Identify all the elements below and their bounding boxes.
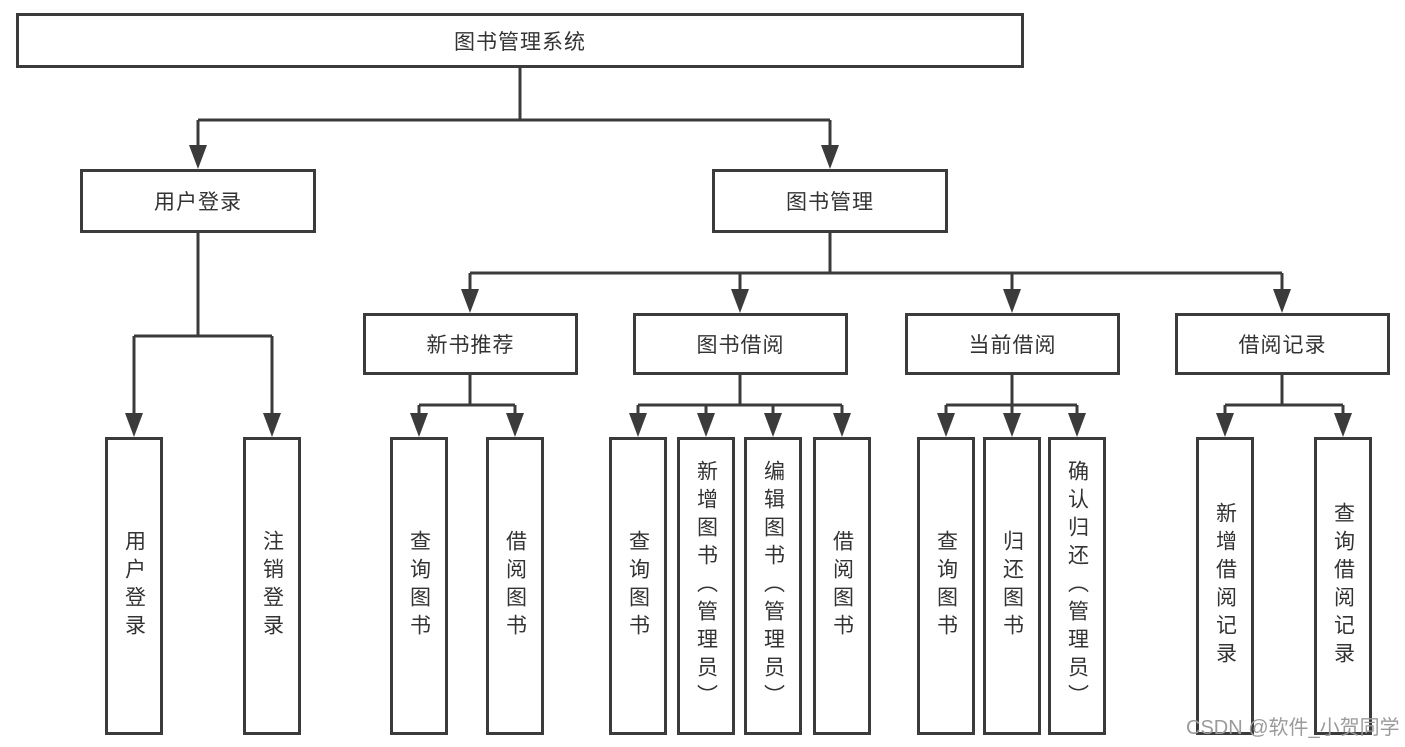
node-label: 图书借阅 [696,334,785,357]
node-label: 查询图书 [934,530,958,642]
node-borrow-records: 借阅记录 [1175,313,1390,375]
leaf-bb-borrow-books: 借阅图书 [813,437,871,735]
leaf-bb-add-books-admin: 新增图书（管理员） [677,437,735,735]
node-label: 编辑图书（管理员） [761,460,785,712]
node-label: 借阅图书 [830,530,854,642]
node-label: 借阅记录 [1238,334,1327,357]
leaf-nb-query-books: 查询图书 [390,437,448,735]
leaf-cb-return-books: 归还图书 [983,437,1041,735]
node-label: 确认归还（管理员） [1065,460,1089,712]
leaf-bb-query-books: 查询图书 [609,437,667,735]
node-label: 用户登录 [122,530,146,642]
leaf-cb-confirm-return-admin: 确认归还（管理员） [1048,437,1106,735]
node-book-management-system: 图书管理系统 [16,13,1024,68]
node-label: 图书管理 [786,191,874,214]
leaf-logout: 注销登录 [243,437,301,735]
node-label: 查询图书 [407,530,431,642]
node-label: 用户登录 [154,191,242,214]
tree-edges [132,68,1345,415]
node-label: 图书管理系统 [454,30,586,54]
leaf-user-login: 用户登录 [105,437,163,735]
leaf-bb-edit-books-admin: 编辑图书（管理员） [744,437,802,735]
node-label: 查询图书 [626,530,650,642]
node-label: 借阅图书 [503,530,527,642]
leaf-br-add-record: 新增借阅记录 [1196,437,1254,735]
node-label: 注销登录 [260,530,284,642]
node-user-login: 用户登录 [80,169,316,233]
leaf-br-query-record: 查询借阅记录 [1314,437,1372,735]
node-book-management: 图书管理 [712,169,948,233]
node-label: 新增借阅记录 [1213,502,1237,670]
node-label: 查询借阅记录 [1331,502,1355,670]
node-new-book-recommend: 新书推荐 [363,313,578,375]
node-current-borrow: 当前借阅 [905,313,1120,375]
node-book-borrow: 图书借阅 [633,313,848,375]
leaf-nb-borrow-books: 借阅图书 [486,437,544,735]
node-label: 归还图书 [1000,530,1024,642]
leaf-cb-query-books: 查询图书 [917,437,975,735]
node-label: 新增图书（管理员） [694,460,718,712]
csdn-watermark: CSDN @软件_小贺同学 [1186,717,1400,739]
arrowheads [125,145,1352,437]
node-label: 新书推荐 [426,334,515,357]
node-label: 当前借阅 [968,334,1057,357]
